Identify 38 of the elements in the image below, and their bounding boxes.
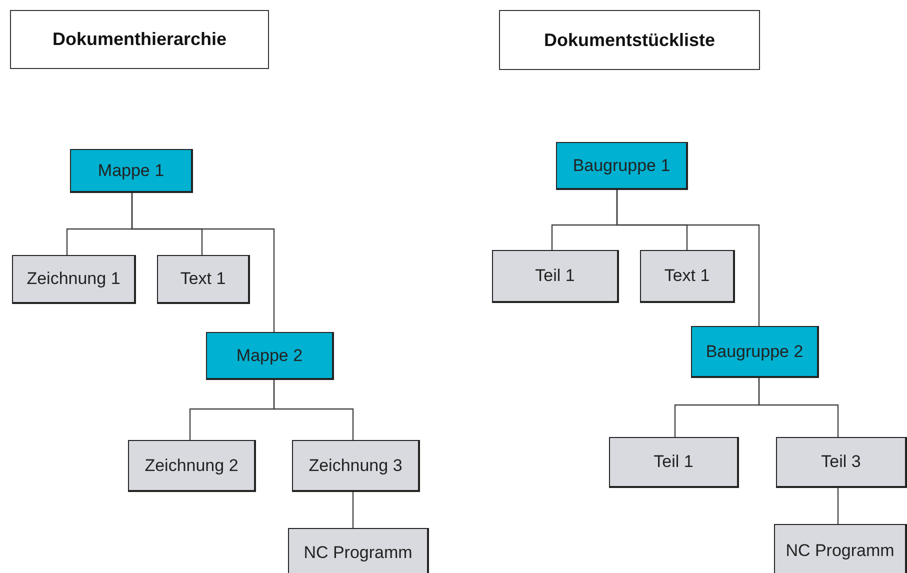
node-label: Text 1	[180, 269, 226, 289]
document-box	[157, 255, 250, 304]
node-label: Zeichnung 3	[308, 456, 402, 476]
node-label: Zeichnung 2	[144, 456, 238, 476]
document-box	[640, 250, 735, 303]
heading-text: Dokumentstückliste	[544, 30, 716, 50]
folder-box	[70, 149, 193, 193]
connector-line	[273, 380, 354, 440]
node-label: Teil 1	[535, 266, 575, 286]
node-label: NC Programm	[786, 540, 894, 560]
node-label: NC Programm	[304, 542, 412, 562]
folder-box	[206, 332, 334, 380]
node-label: Text 1	[664, 266, 710, 286]
connector-line	[758, 378, 839, 437]
folder-box	[691, 326, 819, 378]
heading-text: Dokumenthierarchie	[52, 29, 227, 50]
connector-line	[616, 190, 760, 326]
document-box	[12, 255, 136, 304]
node-label: Teil 3	[821, 452, 861, 472]
title-box	[10, 10, 269, 69]
node-label: Teil 1	[654, 452, 694, 472]
document-box	[128, 440, 256, 492]
connector-line	[837, 488, 839, 524]
document-box	[774, 524, 907, 573]
folder-box	[556, 142, 688, 190]
title-box	[499, 10, 760, 70]
document-box	[609, 437, 739, 488]
node-label: Mappe 2	[236, 346, 303, 366]
document-box	[292, 440, 420, 492]
node-label: Zeichnung 1	[26, 269, 120, 289]
node-label: Mappe 1	[98, 160, 164, 180]
node-label: Baugruppe 2	[706, 342, 804, 362]
document-box	[776, 437, 907, 488]
node-label: Baugruppe 1	[572, 156, 670, 176]
connector-line	[352, 492, 354, 528]
connector-line	[131, 193, 275, 332]
document-box	[492, 250, 619, 303]
document-box	[288, 528, 429, 573]
